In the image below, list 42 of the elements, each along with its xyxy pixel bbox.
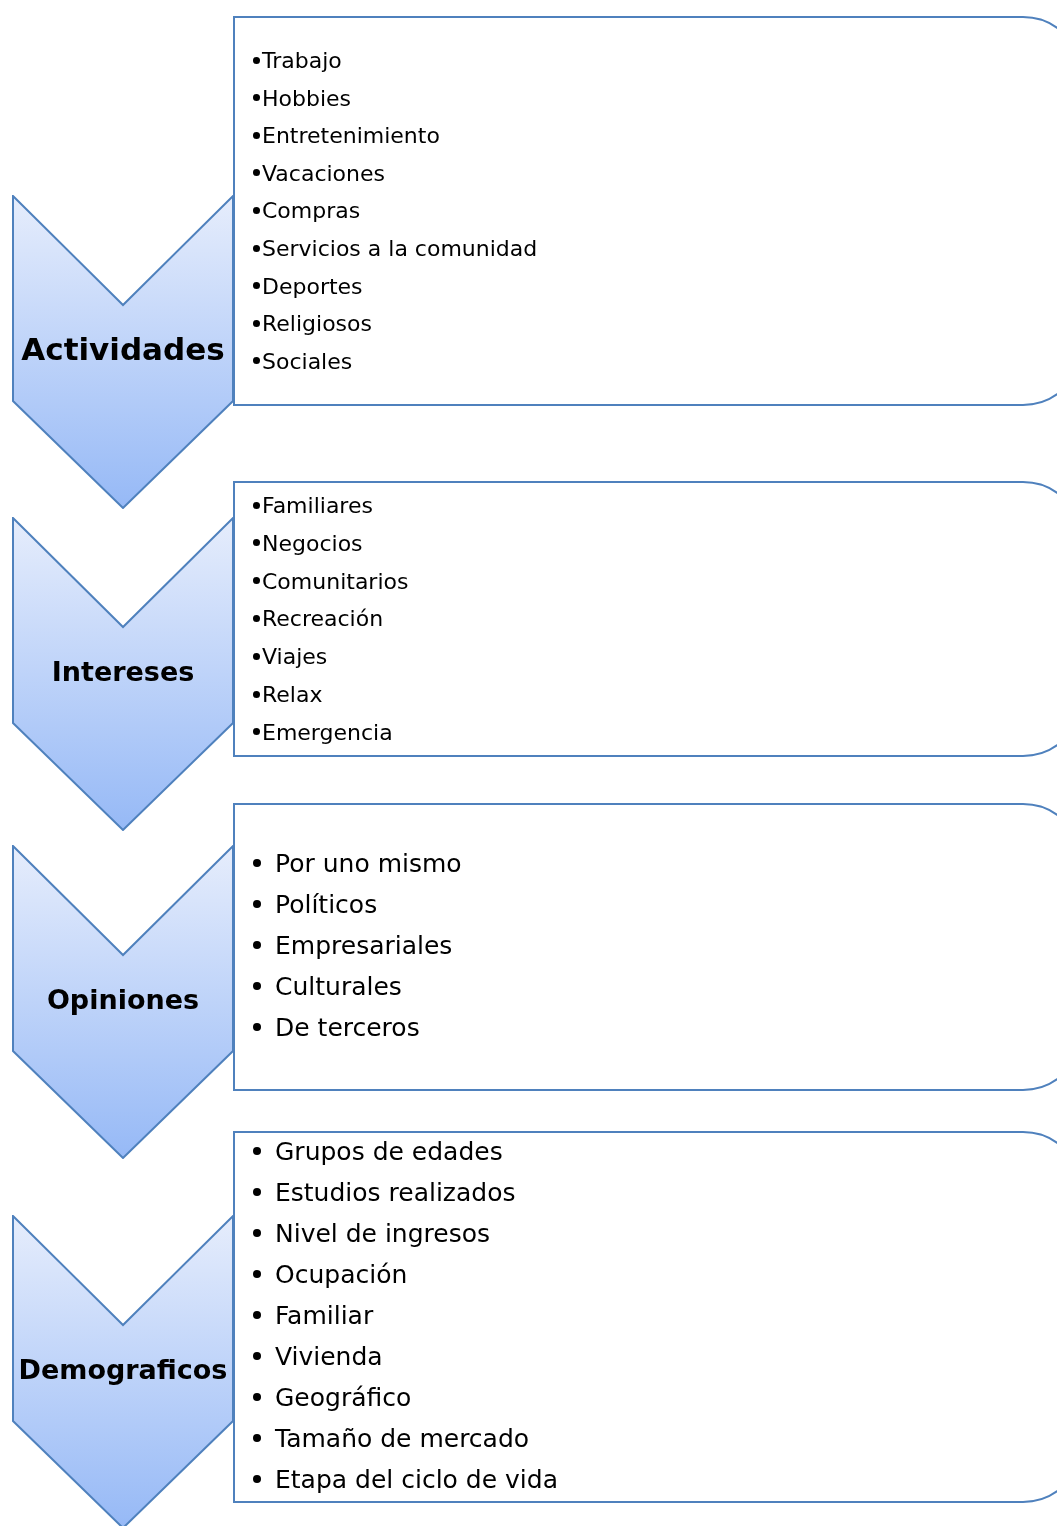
chevron-shape [12,845,234,1159]
list-box [233,16,1057,406]
list-item: Vacaciones [262,160,385,186]
list-item: Culturales [275,971,402,1001]
list-item: Estudios realizados [275,1177,516,1207]
list-item: Religiosos [262,310,372,336]
list-item: Familiares [262,492,373,518]
list-item: Nivel de ingresos [275,1218,491,1248]
list-box [233,481,1057,757]
list-box [233,1131,1057,1503]
list-item: Políticos [275,889,378,919]
list-item: Etapa del ciclo de vida [275,1464,558,1494]
list-item: Familiar [275,1300,374,1330]
list-item: Negocios [262,530,363,556]
list-item: Viajes [262,643,328,669]
list-item: Ocupación [275,1259,408,1289]
list-item: Empresariales [275,930,453,960]
list-item: Deportes [262,273,363,299]
list-item: Geográfico [275,1382,412,1412]
list-box [233,803,1057,1091]
chevron-shape [12,517,234,831]
chevron-shape [12,195,234,509]
chevron-label: Demograficos [17,1353,229,1385]
list-item: Vivienda [275,1341,383,1371]
list-item: Emergencia [262,719,393,745]
list-item: Por uno mismo [275,848,462,878]
list-item: Grupos de edades [275,1136,503,1166]
list-item: Tamaño de mercado [275,1423,530,1453]
list-item: Compras [262,197,361,223]
list-item: Comunitarios [262,568,409,594]
list-item: Recreación [262,605,384,631]
list-item: Relax [262,681,323,707]
list-item: Sociales [262,348,353,374]
chevron-label: Intereses [50,655,196,687]
chevron-label: Opiniones [45,983,201,1015]
list-item: Trabajo [262,47,342,73]
list-item: De terceros [275,1012,420,1042]
chevron-label: Actividades [20,331,226,368]
chevron-shape [12,1215,234,1526]
list-item: Hobbies [262,85,352,111]
list-item: Servicios a la comunidad [262,235,538,261]
list-item: Entretenimiento [262,122,440,148]
